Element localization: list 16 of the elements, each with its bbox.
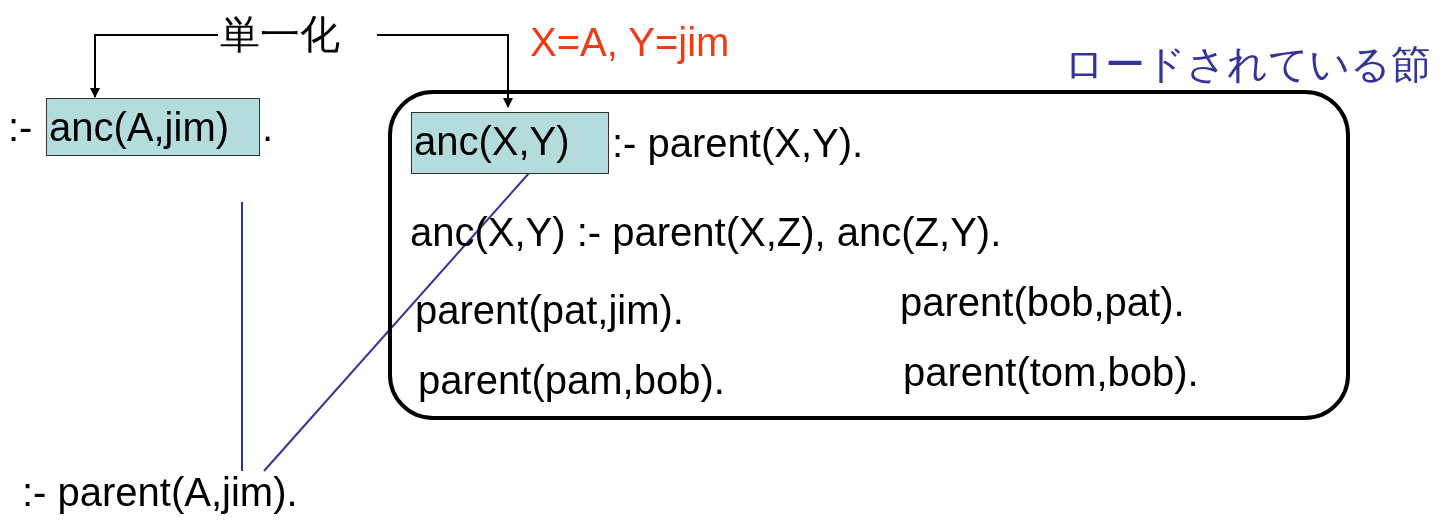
highlighted-term: anc(A,jim) [46,98,260,156]
period-text: . [262,107,274,147]
frame-heading: ロードされている節 [1064,44,1431,84]
annotation-text: 単一化 [220,14,375,58]
highlighted-term: anc(X,Y) [411,112,609,174]
clause-text: parent(tom,bob). [903,352,1199,392]
arrow [90,34,219,98]
connector-line [241,201,243,472]
clause-text: :- parent(X,Y). [612,123,864,163]
clause-text: parent(pat,jim). [415,290,684,330]
arrow [376,34,513,108]
clause-text: parent(pam,bob). [418,360,725,400]
substitution-text: X=A, Y=jim [530,22,730,62]
operator-text: :- [8,107,33,147]
goal-text: :- parent(A,jim). [22,472,362,524]
clause-text: parent(bob,pat). [900,282,1185,322]
